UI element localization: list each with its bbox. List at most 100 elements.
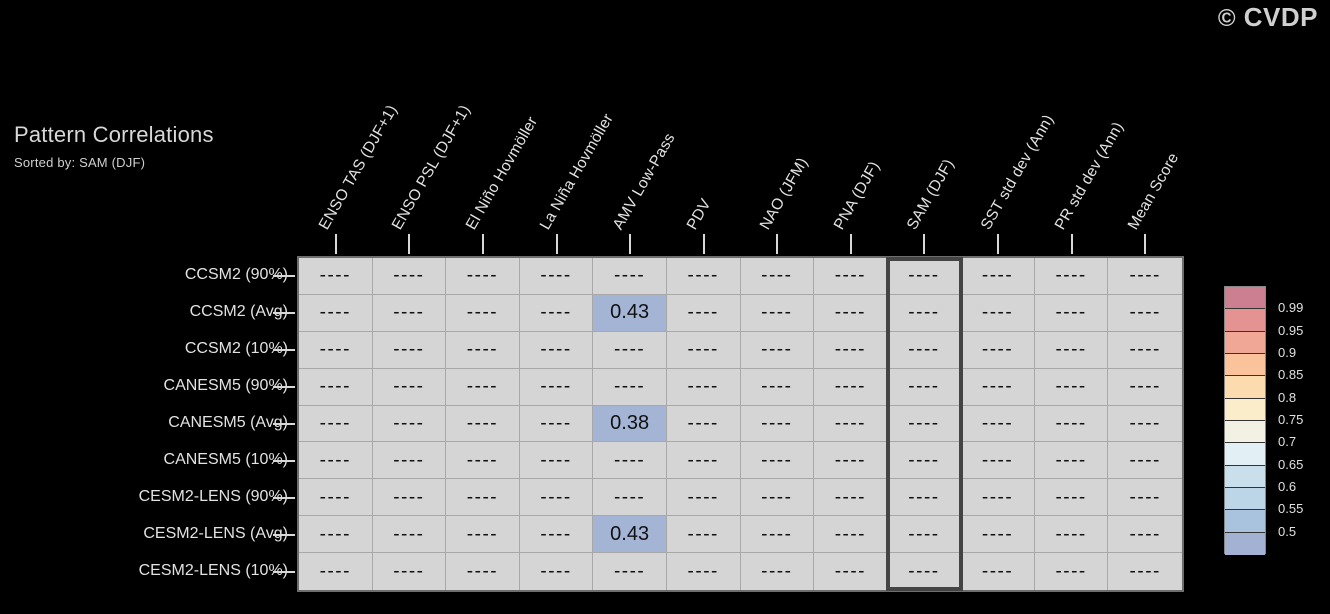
cell-missing-value: ---- <box>761 523 793 545</box>
grid-cell: ---- <box>961 331 1035 369</box>
row-label-0: CCSM2 (90%) <box>184 266 288 284</box>
grid-cell: ---- <box>1034 405 1109 443</box>
column-header-8: SAM (DJF) <box>904 155 959 233</box>
grid-cell: ---- <box>1108 368 1182 406</box>
cell-value: 0.43 <box>610 301 650 324</box>
cell-missing-value: ---- <box>319 449 351 471</box>
row-tick <box>273 423 295 425</box>
colorbar-label-5: 0.75 <box>1278 412 1304 427</box>
column-header-11: Mean Score <box>1124 149 1183 233</box>
cell-missing-value: ---- <box>761 265 793 287</box>
grid-cell: ---- <box>1108 553 1182 590</box>
cell-value: 0.43 <box>610 522 650 545</box>
colorbar-segment-10 <box>1225 510 1265 533</box>
grid-cell: ---- <box>446 368 520 406</box>
grid-cell: ---- <box>446 479 520 517</box>
cell-missing-value: ---- <box>687 339 719 361</box>
column-tick <box>334 234 337 254</box>
colorbar-segment-2 <box>1225 331 1265 354</box>
grid-cell: ---- <box>814 405 888 443</box>
cell-missing-value: ---- <box>540 412 572 434</box>
cell-missing-value: ---- <box>834 449 867 471</box>
cell-missing-value: ---- <box>687 486 719 508</box>
colorbar-segment-5 <box>1225 398 1265 421</box>
grid-cell: ---- <box>1108 258 1182 295</box>
colorbar-label-7: 0.65 <box>1278 456 1304 472</box>
grid-cell: ---- <box>519 405 594 443</box>
row-label-3: CANESM5 (90%) <box>163 377 288 395</box>
grid-cell: ---- <box>446 294 520 332</box>
column-tick <box>1144 234 1147 254</box>
grid-cell: ---- <box>961 368 1035 406</box>
grid-cell: ---- <box>372 442 447 480</box>
grid-cell: ---- <box>372 368 447 406</box>
grid-cell: ---- <box>666 516 741 554</box>
cell-missing-value: ---- <box>466 302 499 324</box>
grid-cell: ---- <box>740 368 815 406</box>
cell-missing-value: ---- <box>761 412 793 434</box>
cell-missing-value: ---- <box>1129 339 1161 361</box>
grid-cell: ---- <box>446 331 520 369</box>
grid-cell: ---- <box>519 553 594 590</box>
grid-cell: ---- <box>593 479 667 517</box>
cell-missing-value: ---- <box>393 561 425 583</box>
grid-cell: ---- <box>666 442 741 480</box>
grid-cell: ---- <box>1108 479 1182 517</box>
cell-missing-value: ---- <box>834 376 867 398</box>
cell-missing-value: ---- <box>613 449 646 471</box>
grid-cell: ---- <box>593 368 667 406</box>
cell-missing-value: ---- <box>613 561 646 583</box>
colorbar-label-6: 0.7 <box>1278 434 1297 450</box>
colorbar <box>1224 286 1266 555</box>
cell-missing-value: ---- <box>1129 412 1161 434</box>
cell-missing-value: ---- <box>834 265 867 287</box>
grid-cell: ---- <box>887 405 962 443</box>
cell-missing-value: ---- <box>540 376 572 398</box>
grid-cell: ---- <box>887 553 962 590</box>
cell-missing-value: ---- <box>834 412 867 434</box>
column-tick <box>776 234 779 254</box>
grid-cell: ---- <box>372 331 447 369</box>
grid-cell: ---- <box>814 258 888 295</box>
column-tick <box>555 234 558 254</box>
cell-missing-value: ---- <box>761 376 793 398</box>
cell-missing-value: ---- <box>908 339 940 361</box>
grid-cell: ---- <box>446 405 520 443</box>
grid-cell: ---- <box>299 516 373 554</box>
cell-missing-value: ---- <box>908 449 940 471</box>
cell-missing-value: ---- <box>393 486 425 508</box>
grid-cell: ---- <box>1034 442 1109 480</box>
cell-missing-value: ---- <box>981 376 1014 398</box>
cell-missing-value: ---- <box>834 302 867 324</box>
colorbar-label-8: 0.6 <box>1278 479 1297 494</box>
column-tick <box>1070 234 1073 254</box>
grid-cell: ---- <box>1108 331 1182 369</box>
cell-missing-value: ---- <box>687 376 719 398</box>
grid-cell: ---- <box>740 258 815 295</box>
grid-cell: ---- <box>961 294 1035 332</box>
cell-missing-value: ---- <box>981 302 1014 324</box>
cell-missing-value: ---- <box>687 523 719 545</box>
grid-cell: ---- <box>593 331 667 369</box>
cell-missing-value: ---- <box>1129 265 1161 287</box>
cell-missing-value: ---- <box>540 486 572 508</box>
grid-cell: ---- <box>961 258 1035 295</box>
row-tick <box>273 349 295 352</box>
grid-cell: ---- <box>666 258 741 295</box>
watermark-label: CVDP <box>1243 2 1318 32</box>
grid-cell: ---- <box>446 258 520 295</box>
cell-value: 0.38 <box>610 411 650 434</box>
title-block: Pattern Correlations Sorted by: SAM (DJF… <box>14 122 299 170</box>
cell-missing-value: ---- <box>1055 449 1087 471</box>
cell-missing-value: ---- <box>393 523 425 545</box>
cell-missing-value: ---- <box>687 449 719 471</box>
grid-cell: ---- <box>814 368 888 406</box>
cell-missing-value: ---- <box>981 339 1014 361</box>
grid-cell: ---- <box>519 368 594 406</box>
cell-missing-value: ---- <box>1055 486 1087 508</box>
cell-missing-value: ---- <box>613 265 646 287</box>
column-header-9: SST std dev (Ann) <box>977 111 1058 233</box>
grid-cell: ---- <box>666 479 741 517</box>
cell-missing-value: ---- <box>1055 302 1087 324</box>
colorbar-label-10: 0.5 <box>1278 523 1297 539</box>
